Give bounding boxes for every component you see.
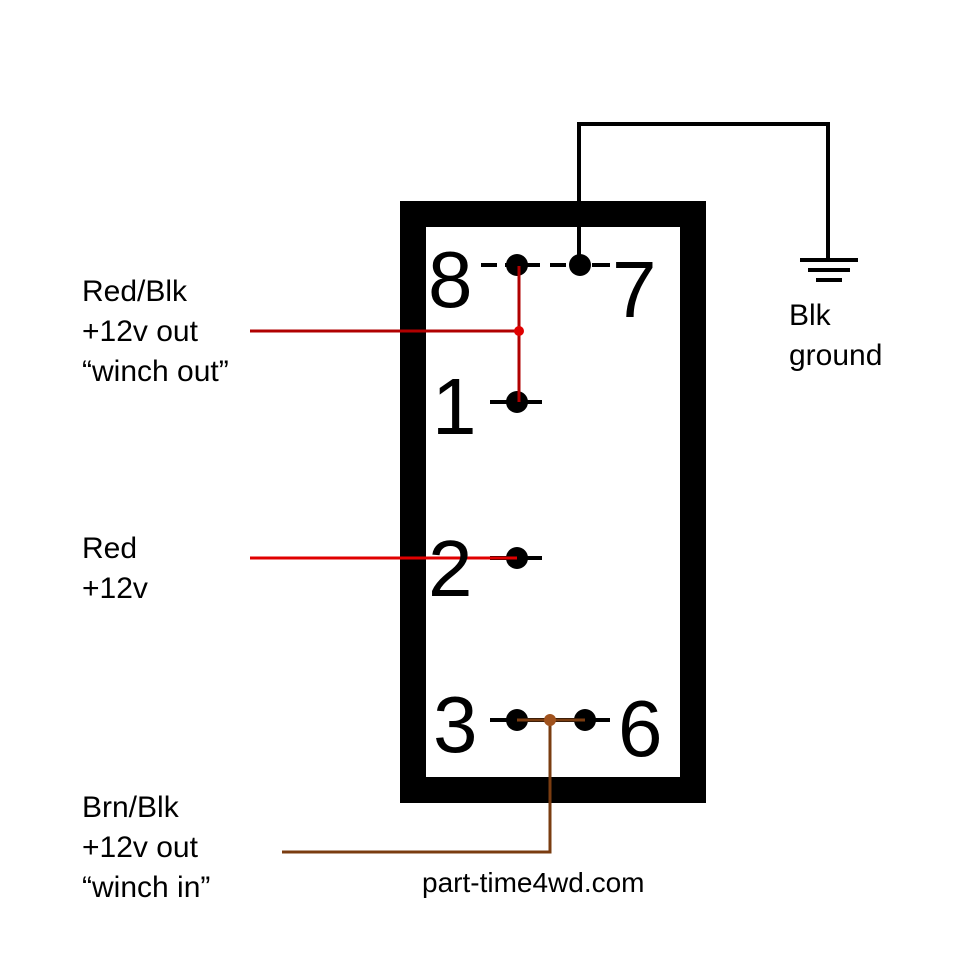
pin-label-7: 7: [612, 245, 657, 334]
ground-wire: [577, 122, 830, 265]
pin-label-1: 1: [432, 362, 477, 451]
pin-label-2: 2: [428, 524, 473, 613]
ground-color: Blk: [789, 299, 832, 332]
winch-out-function: “winch out”: [82, 355, 229, 388]
power-label: Red +12v: [82, 532, 148, 605]
source-credit: part-time4wd.com: [422, 867, 645, 898]
power-voltage: +12v: [82, 572, 148, 605]
winch-out-label: Red/Blk +12v out “winch out”: [82, 275, 229, 388]
terminal-8: [506, 254, 528, 276]
terminal-1: [506, 391, 528, 413]
winch-in-wire: [282, 714, 585, 854]
pin-label-3: 3: [433, 680, 478, 769]
winch-out-color: Red/Blk: [82, 275, 188, 308]
winch-in-voltage: +12v out: [82, 831, 199, 864]
ground-function: ground: [789, 339, 882, 372]
winch-out-voltage: +12v out: [82, 315, 199, 348]
winch-in-junction: [544, 714, 556, 726]
pin-row-1: [490, 391, 542, 413]
ground-label: Blk ground: [789, 299, 882, 372]
winch-out-junction: [514, 326, 524, 336]
winch-in-function: “winch in”: [82, 871, 210, 904]
ground-symbol-icon: [800, 258, 858, 282]
winch-out-wire: [250, 266, 524, 402]
power-color: Red: [82, 532, 137, 565]
pin-label-6: 6: [618, 684, 663, 773]
switch-housing: [400, 201, 706, 803]
winch-in-color: Brn/Blk: [82, 791, 180, 824]
pin-label-8: 8: [428, 235, 473, 324]
winch-in-label: Brn/Blk +12v out “winch in”: [82, 791, 210, 904]
